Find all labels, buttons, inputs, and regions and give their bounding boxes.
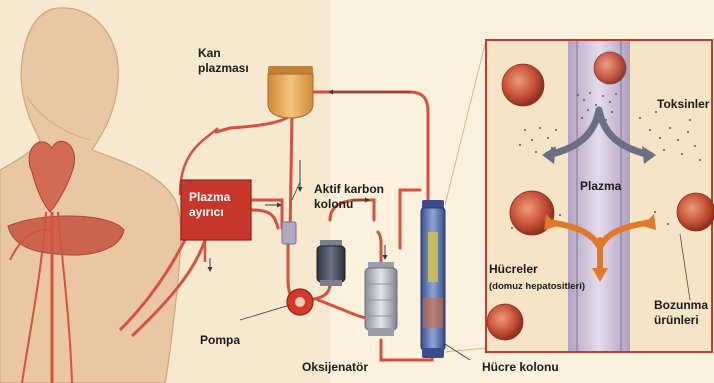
label-aktif-karbon: Aktif karbon kolonu <box>314 182 384 212</box>
pump-hub <box>295 297 305 307</box>
cell-column <box>421 200 445 358</box>
activated-carbon-column <box>317 240 345 286</box>
plasma-reservoir <box>268 66 313 118</box>
label-hucreler: Hücreler <box>489 262 538 277</box>
label-plazma-ayirici: Plazma ayırıcı <box>189 190 230 220</box>
label-toksinler: Toksinler <box>657 97 709 112</box>
valve <box>282 222 296 244</box>
label-pompa: Pompa <box>200 333 240 348</box>
label-oksijenator: Oksijenatör <box>302 360 368 375</box>
label-plazma: Plazma <box>580 179 621 194</box>
oxygenator <box>365 262 397 336</box>
label-kan-plazmasi: Kan plazması <box>198 46 249 76</box>
label-domuz-hepatositleri: (domuz hepatositleri) <box>489 281 585 293</box>
label-bozunma-urunleri: Bozunma ürünleri <box>654 298 708 328</box>
label-hucre-kolonu: Hücre kolonu <box>482 360 559 375</box>
